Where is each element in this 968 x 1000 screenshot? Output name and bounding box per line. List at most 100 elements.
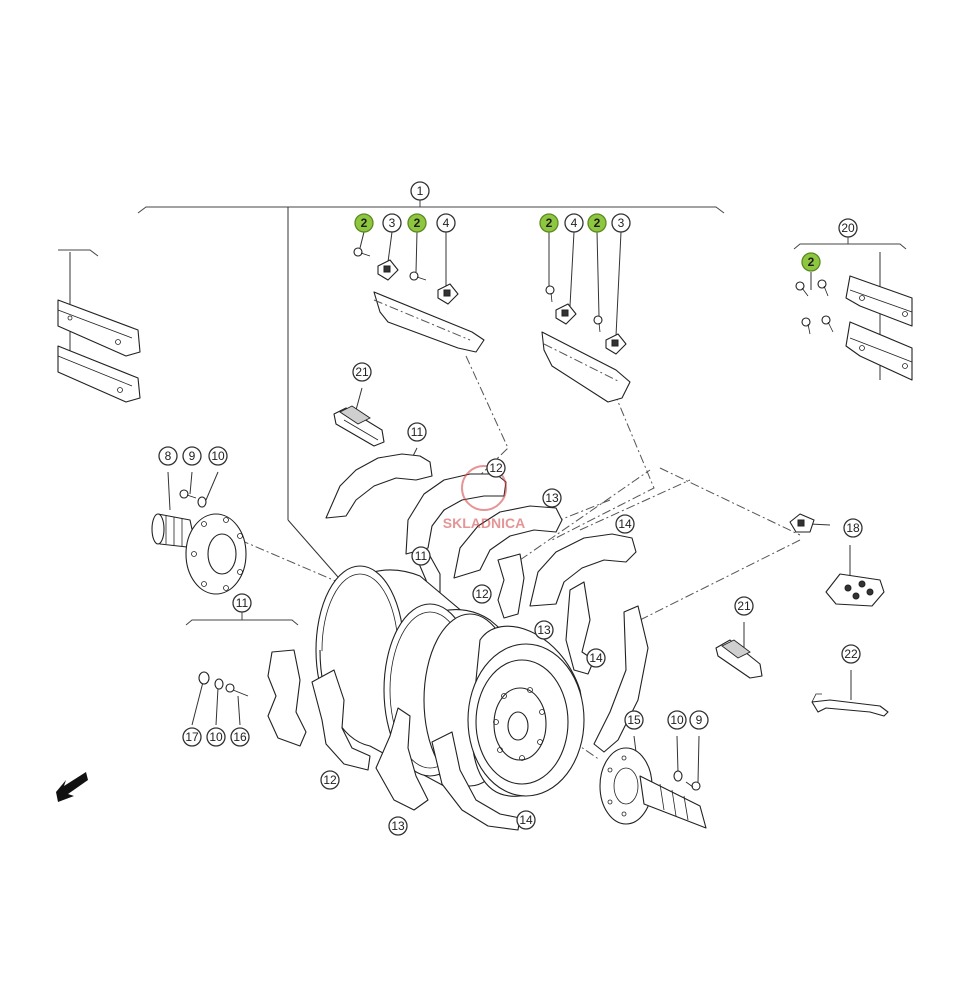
callout-label: 10 <box>211 449 225 463</box>
callout-22: 22 <box>841 644 861 664</box>
callout-circle <box>564 213 584 233</box>
callout-label: 11 <box>411 425 424 439</box>
callout-circle <box>801 252 821 272</box>
callout-circle <box>542 488 562 508</box>
callout-label: 8 <box>165 449 172 463</box>
callout-circle <box>689 710 709 730</box>
callout-circle <box>436 213 456 233</box>
callout-13: 13 <box>388 816 408 836</box>
callout-circle <box>841 644 861 664</box>
callout-label: 4 <box>571 216 578 230</box>
callout-label: 15 <box>627 713 641 727</box>
watermark-text: SKLADNICA <box>443 515 525 531</box>
callout-10: 10 <box>667 710 687 730</box>
callout-label: 2 <box>546 216 553 230</box>
callout-circle <box>158 446 178 466</box>
callout-2: 2 <box>407 213 427 233</box>
callout-label: 4 <box>443 216 450 230</box>
callout-circle <box>615 514 635 534</box>
callout-circle <box>182 727 202 747</box>
callout-15: 15 <box>624 710 644 730</box>
callout-8: 8 <box>158 446 178 466</box>
callout-circle <box>182 446 202 466</box>
callout-16: 16 <box>230 727 250 747</box>
callout-13: 13 <box>534 620 554 640</box>
callout-2: 2 <box>587 213 607 233</box>
callout-label: 9 <box>696 713 703 727</box>
callout-circle <box>407 422 427 442</box>
callout-18: 18 <box>843 518 863 538</box>
callout-label: 10 <box>209 730 223 744</box>
part-18 <box>789 513 885 607</box>
callout-circle <box>206 727 226 747</box>
callout-circle <box>534 620 554 640</box>
callout-label: 11 <box>236 596 249 610</box>
callout-circle <box>230 727 250 747</box>
callout-12: 12 <box>320 770 340 790</box>
callout-4: 4 <box>436 213 456 233</box>
callout-label: 12 <box>323 773 337 787</box>
callout-14: 14 <box>586 648 606 668</box>
axle-right <box>599 747 707 829</box>
callout-label: 16 <box>233 730 247 744</box>
top-clip-assembly-left <box>353 247 485 353</box>
callout-circle <box>611 213 631 233</box>
callout-label: 9 <box>189 449 196 463</box>
callout-11: 11 <box>411 546 431 566</box>
callout-11: 11 <box>232 593 252 613</box>
callout-circle <box>486 458 506 478</box>
watermark: SKLADNICA <box>443 465 525 531</box>
callout-label: 17 <box>185 730 199 744</box>
callout-circle <box>587 213 607 233</box>
callout-circle <box>407 213 427 233</box>
callout-label: 14 <box>618 517 632 531</box>
bolt-set-right <box>795 279 834 335</box>
callout-2: 2 <box>354 213 374 233</box>
callout-circle <box>734 596 754 616</box>
callout-4: 4 <box>564 213 584 233</box>
callout-label: 12 <box>489 461 503 475</box>
callout-circle <box>382 213 402 233</box>
callout-label: 21 <box>737 599 751 613</box>
callout-circle <box>208 446 228 466</box>
callout-label: 14 <box>519 813 533 827</box>
callout-label: 2 <box>594 216 601 230</box>
callout-14: 14 <box>615 514 635 534</box>
callout-circle <box>232 593 252 613</box>
top-clip-assembly-right <box>541 285 631 403</box>
callout-circle <box>352 362 372 382</box>
callout-1: 1 <box>410 181 430 201</box>
callout-21: 21 <box>352 362 372 382</box>
callout-2: 2 <box>539 213 559 233</box>
callout-2: 2 <box>801 252 821 272</box>
callout-3: 3 <box>611 213 631 233</box>
callout-circle <box>472 584 492 604</box>
callout-circle <box>843 518 863 538</box>
callout-3: 3 <box>382 213 402 233</box>
part-21-lower <box>715 639 763 679</box>
callout-label: 13 <box>391 819 405 833</box>
callout-label: 22 <box>844 647 858 661</box>
callout-label: 3 <box>389 216 396 230</box>
callout-circle <box>320 770 340 790</box>
callout-label: 2 <box>808 255 815 269</box>
callout-14: 14 <box>516 810 536 830</box>
callout-circle <box>539 213 559 233</box>
assembly-brackets <box>58 200 907 626</box>
callout-label: 21 <box>355 365 369 379</box>
callout-17: 17 <box>182 727 202 747</box>
axle-left <box>151 489 247 595</box>
callout-circle <box>667 710 687 730</box>
callout-label: 11 <box>415 549 428 563</box>
callout-circle <box>388 816 408 836</box>
part-22 <box>811 693 889 717</box>
leader-lines <box>69 207 881 783</box>
callout-label: 2 <box>361 216 368 230</box>
callout-label: 1 <box>417 184 424 198</box>
callout-label: 12 <box>475 587 489 601</box>
callout-circle <box>624 710 644 730</box>
callout-circle <box>586 648 606 668</box>
callout-12: 12 <box>486 458 506 478</box>
callout-10: 10 <box>208 446 228 466</box>
